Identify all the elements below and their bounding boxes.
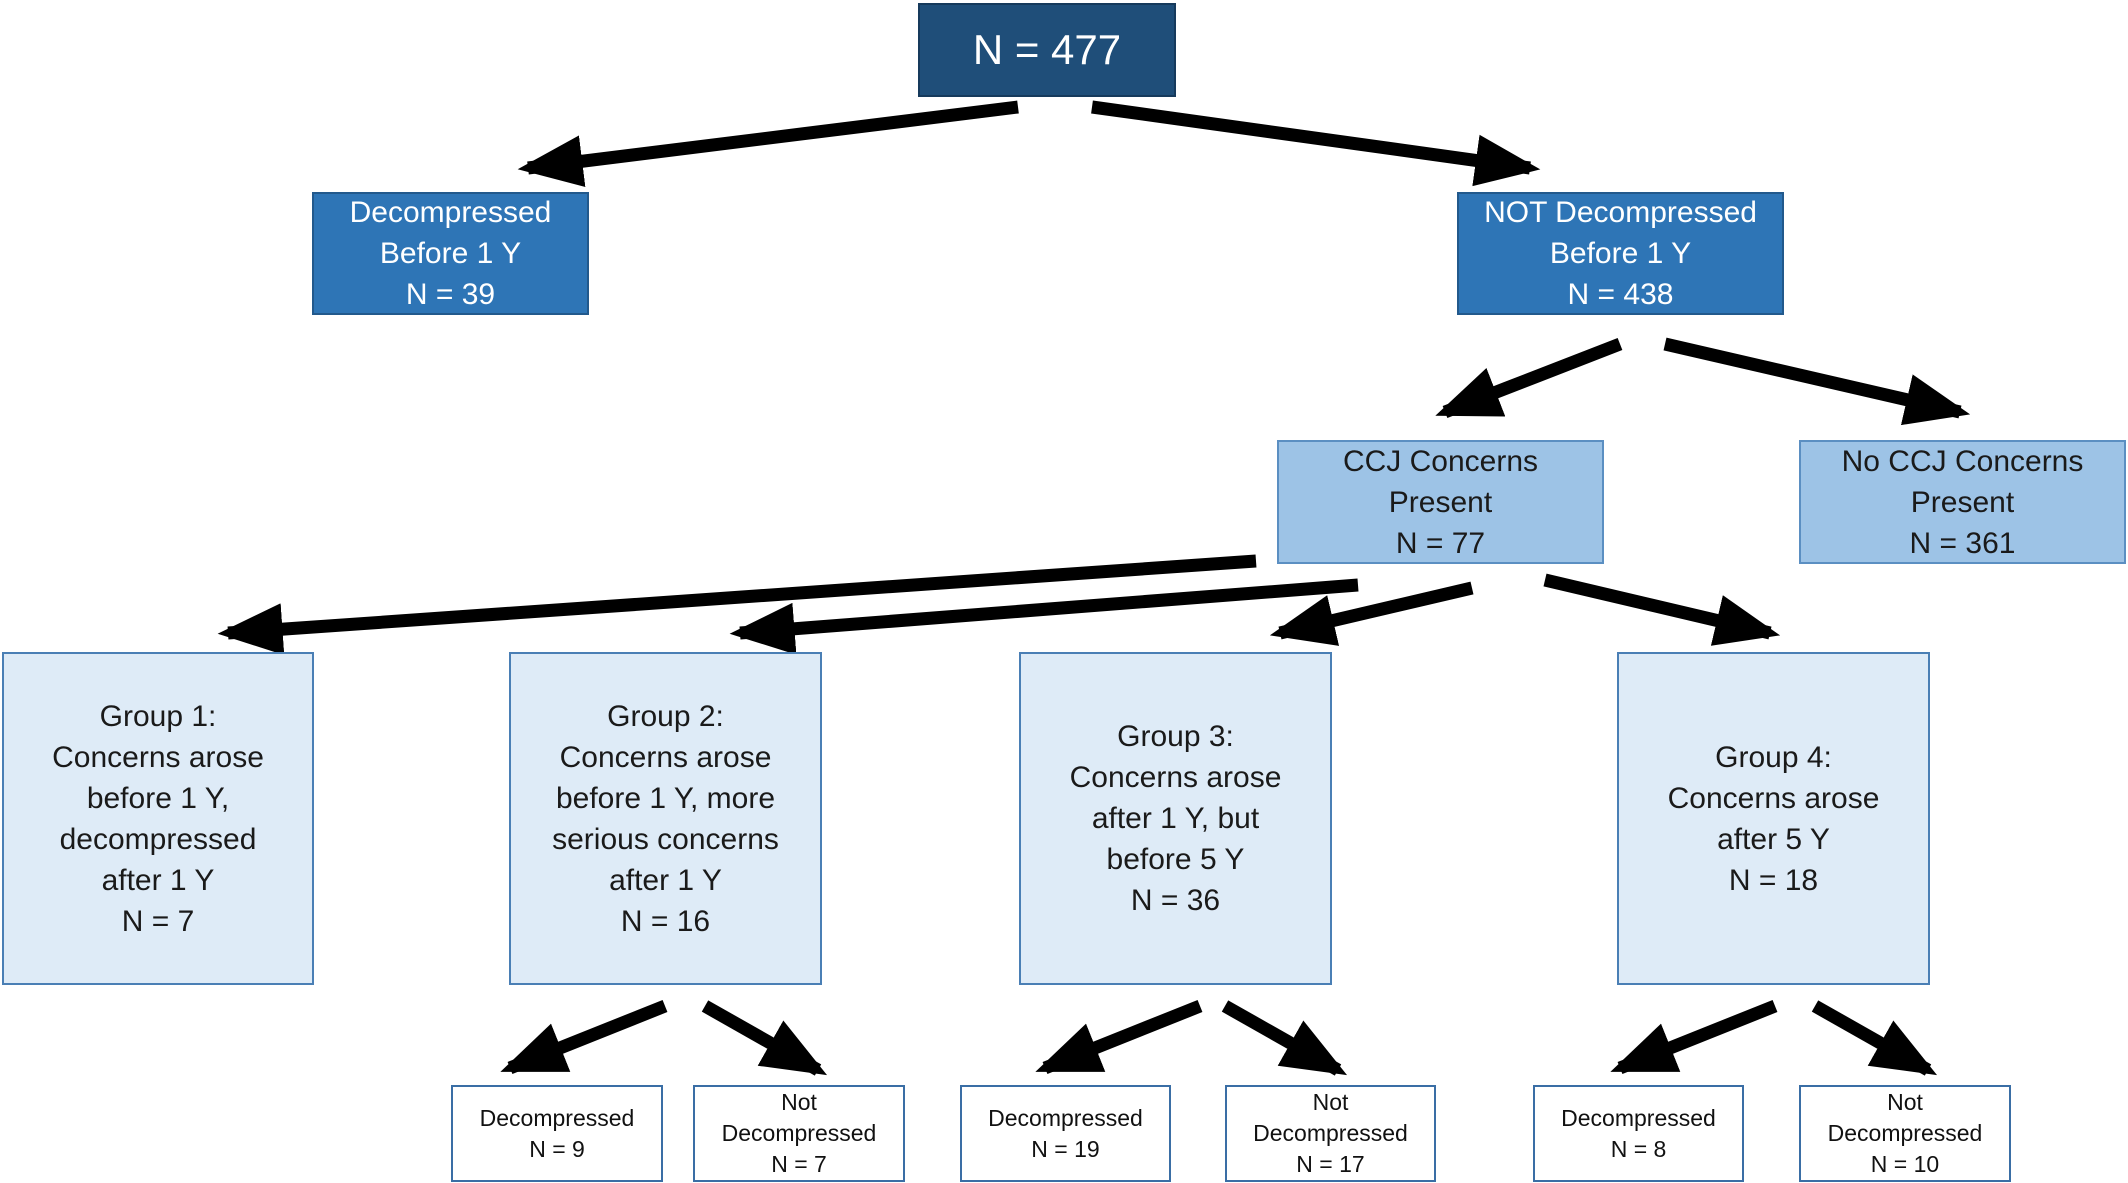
node-text-line: Concerns arose [1069,761,1282,794]
arrow-not-decompressed-to-ccj [1435,337,1623,419]
node-text-line: Concerns arose [559,740,772,774]
group-4-node: Group 4: Concerns arose after 5 Y N = 18 [1617,652,1930,985]
root-node: N = 477 [918,3,1176,97]
node-text-line: N = 477 [972,26,1122,73]
node-text-line: Group 1: [99,699,217,733]
node-text-line: before 1 Y, [86,781,230,815]
group-3-decompressed-node: Decompressed N = 19 [960,1085,1171,1182]
group-2-decompressed-node: Decompressed N = 9 [451,1085,663,1182]
node-text-line: Decompressed [479,1104,635,1131]
arrow-group-3-to-not-decompressed [1221,1000,1348,1076]
node-text-line: after 1 Y [101,863,215,897]
node-text-line: N = 19 [1031,1135,1100,1162]
node-text-line: Decompressed [1253,1120,1408,1146]
node-text-line: after 1 Y, but [1091,802,1260,835]
arrow-ccj-to-group-2 [729,578,1359,655]
node-text-line: N = 36 [1130,884,1221,917]
node-text-line: CCJ Concerns [1342,444,1539,478]
node-text-line: N = 18 [1728,863,1819,897]
group-1-node: Group 1: Concerns arose before 1 Y, decompr… [2,652,314,985]
node-text-line: N = 16 [620,904,711,938]
group-4-decompressed-node: Decompressed N = 8 [1533,1085,1744,1182]
arrow-group-4-to-decompressed [1610,999,1778,1075]
node-text-line: NOT Decompressed [1484,196,1757,229]
node-text-line: after 5 Y [1717,822,1830,856]
node-text-line: Present [1910,485,2015,519]
node-text-line: N = 438 [1567,278,1674,311]
arrow-group-2-to-not-decompressed [701,1000,828,1076]
group-3-node: Group 3: Concerns arose after 1 Y, but befo… [1019,652,1332,985]
node-text-line: Group 3: [1117,720,1234,753]
node-text-line: Not [1312,1089,1349,1115]
node-text-line: after 1 Y [609,863,722,897]
node-text-line: Concerns arose [1667,781,1880,815]
node-text-line: Before 1 Y [1549,237,1692,270]
node-text-line: before 1 Y, more [555,781,776,815]
node-text-line: decompressed [59,822,257,856]
arrow-root-to-decompressed [517,100,1019,188]
arrow-ccj-to-group-1 [217,554,1257,656]
node-text-line: N = 7 [771,1151,827,1177]
node-text-line: before 5 Y [1106,843,1245,876]
arrow-root-to-not-decompressed [1091,100,1541,187]
node-text-line: Decompressed [349,196,552,229]
node-text-line: serious concerns [552,822,779,856]
node-text-line: Before 1 Y [379,237,522,270]
arrow-group-2-to-decompressed [500,999,668,1075]
node-text-line: N = 8 [1610,1135,1667,1162]
node-text-line: N = 77 [1395,526,1486,560]
node-text-line: Group 2: [607,699,724,733]
node-text-line: Decompressed [1827,1120,1983,1146]
node-text-line: Decompressed [1561,1104,1716,1131]
arrow-not-decompressed-to-no-ccj [1663,337,1971,426]
node-text-line: Concerns arose [52,740,264,774]
node-text-line: N = 361 [1909,526,2016,560]
node-text-line: N = 9 [529,1135,585,1162]
node-text-line: Present [1388,485,1493,519]
node-text-line: Decompressed [721,1120,877,1146]
node-text-line: N = 17 [1296,1151,1365,1177]
node-text-line: Not [781,1089,817,1115]
node-text-line: No CCJ Concerns [1841,444,2084,478]
node-text-line: Decompressed [988,1104,1143,1131]
arrow-group-4-to-not-decompressed [1811,1000,1938,1076]
arrow-ccj-to-group-3 [1269,581,1474,646]
node-text-line: N = 39 [405,278,496,311]
arrow-ccj-to-group-4 [1543,573,1781,646]
group-2-node: Group 2: Concerns arose before 1 Y, more se… [509,652,822,985]
node-text-line: Group 4: [1715,740,1832,774]
node-text-line: Not [1887,1089,1923,1115]
arrow-group-3-to-decompressed [1035,999,1203,1075]
node-text-line: N = 7 [121,904,195,938]
node-text-line: N = 10 [1870,1151,1940,1177]
